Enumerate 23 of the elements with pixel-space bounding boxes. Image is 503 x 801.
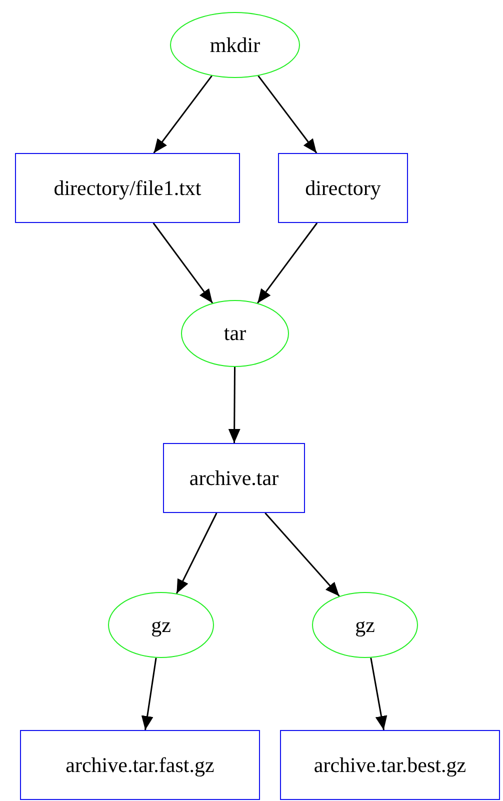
- file-box: [20, 730, 260, 800]
- arrow: [228, 367, 240, 443]
- arrow: [152, 222, 214, 304]
- file-box: [163, 443, 305, 513]
- file-box: [278, 153, 408, 223]
- node-label: directory: [305, 176, 381, 200]
- file-box: [280, 730, 500, 800]
- arrow: [176, 512, 218, 594]
- node-label: archive.tar.best.gz: [314, 752, 466, 778]
- node-label: directory/file1.txt: [54, 176, 202, 200]
- node-label: mkdir: [210, 32, 260, 58]
- arrow: [258, 75, 318, 154]
- arrow: [370, 658, 388, 730]
- node-label: archive.tar: [189, 466, 279, 490]
- file-box: [15, 153, 240, 223]
- arrow: [141, 658, 157, 730]
- node-label: archive.tar.fast.gz: [66, 752, 214, 778]
- node-label: gz: [355, 612, 375, 638]
- arrow: [153, 75, 212, 154]
- node-label: gz: [151, 612, 171, 638]
- arrow: [264, 512, 340, 597]
- arrow: [256, 222, 318, 304]
- node-label: tar: [224, 321, 246, 346]
